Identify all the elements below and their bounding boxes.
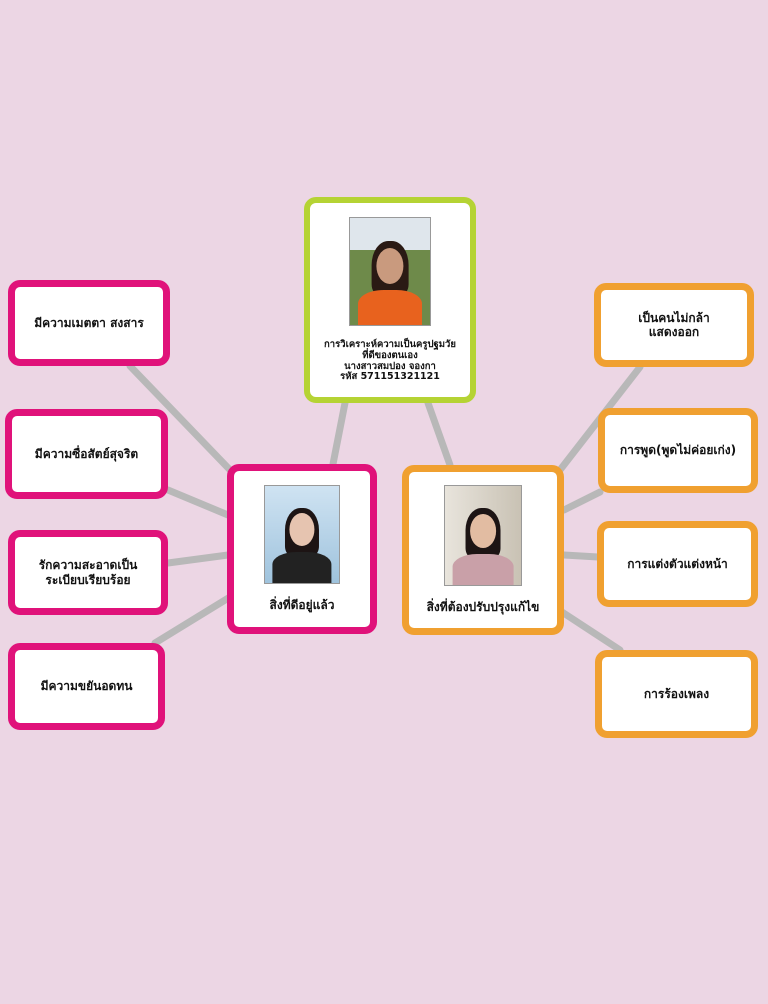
connector-right-4 [558,608,624,654]
connector-left-2 [164,486,232,519]
strength-label: มีความเมตตา สงสาร [34,315,144,330]
central-topic-text: การวิเคราะห์ความเป็นครูปฐมวัย ที่ดีของตน… [324,338,456,383]
improvement-node[interactable]: การร้องเพลง [595,650,758,738]
connector-right-2 [560,488,604,514]
improvement-label: เป็นคนไม่กล้า แสดงออก [638,310,710,339]
connector-center-right [424,399,454,469]
person-photo-icon [349,216,431,326]
improvement-label: การพูด(พูดไม่ค่อยเก่ง) [619,443,737,458]
person-photo-icon [444,485,522,587]
connector-right-3 [560,551,602,561]
improvement-label: การแต่งตัวแต่งหน้า [627,556,728,571]
connector-left-3 [164,551,232,567]
strength-label: มีความขยันอดทน [40,679,133,694]
strength-label: มีความซื่อสัตย์สุจริต [34,446,139,461]
connector-center-left [329,399,349,468]
central-topic-node[interactable]: การวิเคราะห์ความเป็นครูปฐมวัย ที่ดีของตน… [304,197,476,403]
strength-node[interactable]: มีความเมตตา สงสาร [8,280,170,366]
strength-node[interactable]: มีความขยันอดทน [8,643,165,730]
connector-left-4 [151,593,234,647]
improvement-node[interactable]: การพูด(พูดไม่ค่อยเก่ง) [598,408,758,493]
improvements-hub-label: สิ่งที่ต้องปรับปรุงแก้ไข [426,600,540,615]
strength-label: รักความสะอาดเป็น ระเบียบเรียบร้อย [38,558,138,587]
connector-left-1 [126,362,236,476]
strengths-hub-node[interactable]: สิ่งที่ดีอยู่แล้ว [227,464,377,634]
strength-node[interactable]: มีความซื่อสัตย์สุจริต [5,409,168,499]
improvement-node[interactable]: การแต่งตัวแต่งหน้า [597,521,758,607]
improvements-hub-node[interactable]: สิ่งที่ต้องปรับปรุงแก้ไข [402,465,564,635]
person-photo-icon [264,485,340,585]
improvement-label: การร้องเพลง [643,686,710,701]
strength-node[interactable]: รักความสะอาดเป็น ระเบียบเรียบร้อย [8,530,168,615]
improvement-node[interactable]: เป็นคนไม่กล้า แสดงออก [594,283,754,367]
strengths-hub-label: สิ่งที่ดีอยู่แล้ว [269,598,335,613]
